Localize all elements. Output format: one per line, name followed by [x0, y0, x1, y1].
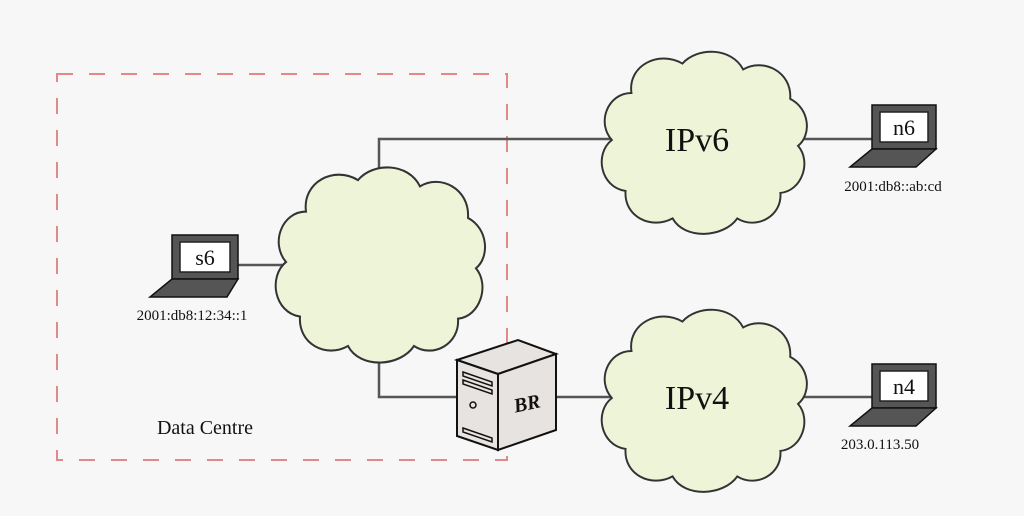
border-router: BR — [453, 338, 559, 452]
dc-cloud — [274, 166, 487, 364]
host-address-s6: 2001:db8:12:34::1 — [137, 308, 248, 324]
link-dc-cloud-ipv6 — [377, 137, 614, 172]
host-label-s6: s6 — [195, 245, 215, 270]
host-label-n6: n6 — [893, 115, 915, 140]
laptop-icon — [147, 234, 240, 298]
links — [238, 137, 872, 399]
laptop-s6: s6 2001:db8:12:34::1 — [137, 234, 248, 324]
ipv6-cloud-label: IPv6 — [665, 122, 729, 159]
host-label-n4: n4 — [893, 374, 915, 399]
laptop-n4: n4 203.0.113.50 — [841, 363, 938, 453]
laptop-n6: n6 2001:db8::ab:cd — [844, 104, 942, 195]
host-address-n4: 203.0.113.50 — [841, 437, 919, 453]
server-side — [497, 352, 557, 452]
data-centre-label: Data Centre — [157, 417, 253, 439]
link-dc-cloud-br — [377, 355, 460, 399]
data-centre-zone — [56, 73, 508, 461]
server-drive-bays — [462, 370, 493, 444]
host-address-n6: 2001:db8::ab:cd — [844, 179, 942, 195]
laptop-icon — [847, 104, 938, 168]
laptop-icon — [847, 363, 938, 427]
ipv4-cloud-label: IPv4 — [665, 380, 729, 417]
